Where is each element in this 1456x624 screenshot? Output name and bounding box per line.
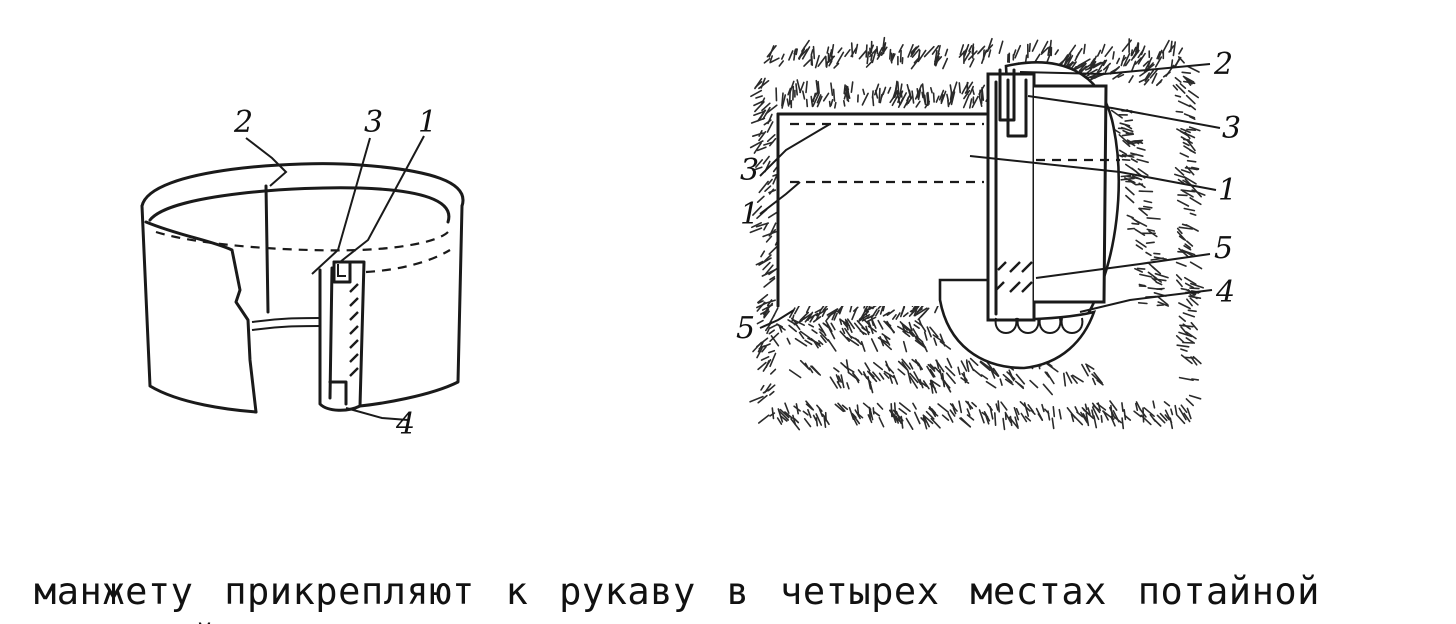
right-callouts: 2 3 3 1 1 5 4 5 [736,47,1241,346]
left-callouts: 2 3 1 4 [233,105,437,442]
callout-label: 2 [1213,47,1233,82]
tab-hatching [349,283,359,377]
callout-label: 1 [740,197,759,232]
callout-label: 4 [395,407,415,442]
callout-label: 5 [736,311,755,346]
callout-label: 3 [364,105,383,140]
callout-label: 4 [1215,275,1235,310]
callout-label: 3 [1222,111,1241,146]
fur-cross-section-drawing [749,36,1221,431]
callout-label: 5 [1214,231,1233,266]
fur-texture [749,36,1206,431]
callout-label: 3 [740,153,759,188]
cuff-hatching [995,261,1033,293]
callout-label: 1 [418,105,437,140]
figure-caption: манжету прикрепляют к рукаву в четырех м… [34,570,1320,624]
callout-label: 1 [1218,173,1237,208]
cuff-ring-drawing [140,135,465,421]
diagram-canvas: 2 3 1 4 [140,36,1241,442]
callout-label: 2 [233,105,253,140]
